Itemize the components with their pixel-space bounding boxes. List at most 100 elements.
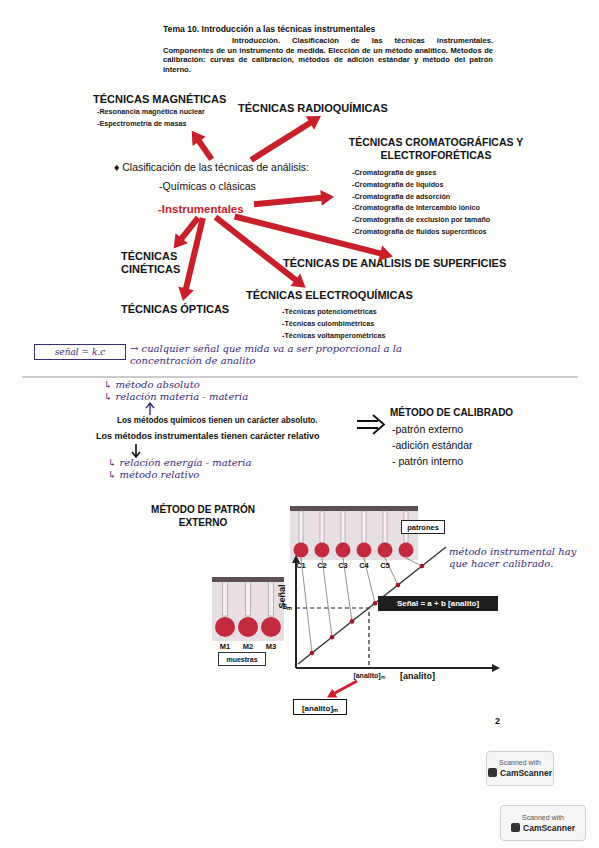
data-point — [310, 651, 315, 656]
statement-text: Los métodos químicos tienen un carácter … — [117, 416, 357, 426]
node-item: -Técnicas potenciométricas — [246, 306, 436, 318]
handwritten-note: método instrumental hay que hacer calibr… — [449, 546, 577, 570]
technique-group: TÉCNICAS CINÉTICAS — [121, 250, 203, 276]
data-point — [420, 564, 425, 569]
node-item: -Espectrometría de masas — [93, 118, 263, 130]
node-heading: -Instrumentales — [158, 202, 252, 216]
standards-photo — [315, 543, 330, 558]
node-heading: señal = k.c — [55, 347, 106, 358]
node-heading: TÉCNICAS RADIOQUÍMICAS — [238, 102, 428, 115]
connector-arrow — [216, 217, 306, 288]
samples-photo — [212, 577, 284, 641]
connector-arrow — [192, 131, 212, 160]
arrow-head — [306, 116, 321, 130]
scanner-badge: Scanned withCamScanner — [500, 805, 586, 841]
node-heading: TÉCNICAS CROMATOGRÁFICAS Y ELECTROFORÉTI… — [336, 136, 536, 162]
arrow-head — [178, 287, 194, 302]
standards-photo — [290, 506, 418, 560]
section-heading: MÉTODO DE PATRÓN EXTERNO — [128, 504, 278, 529]
node-item: -Técnicas voltamperométricas — [246, 330, 436, 342]
node-heading: TÉCNICAS ELECTROQUÍMICAS — [246, 289, 436, 302]
data-point — [350, 619, 355, 624]
node-item: -Químicas o clásicas — [114, 180, 334, 193]
statement-text: Los métodos instrumentales tienen caráct… — [96, 431, 354, 442]
node-item: -Cromatografía de gases — [336, 167, 536, 179]
arrow-shaft — [181, 218, 198, 239]
node-item: -Cromatografía de adsorción — [336, 191, 536, 203]
node-heading: [analito]ₘ — [302, 702, 338, 713]
samples-photo — [246, 582, 251, 616]
node-item: -Cromatografía de fluidos supercríticos — [336, 226, 536, 238]
flask-label: C4 — [357, 561, 371, 570]
section-heading: MÉTODO DE CALIBRADO — [390, 407, 540, 419]
node-heading: patrones — [407, 523, 439, 532]
arrow-head — [174, 233, 188, 248]
arrow-shaft — [216, 217, 297, 280]
arrow-shaft — [254, 198, 322, 205]
connector-arrow — [174, 218, 199, 249]
standards-photo — [336, 543, 351, 558]
technique-group: TÉCNICAS MAGNÉTICAS-Resonancia magnética… — [93, 93, 263, 129]
technique-group: TÉCNICAS RADIOQUÍMICAS — [238, 102, 428, 115]
down-arrow — [132, 444, 140, 457]
standards-photo — [383, 511, 387, 543]
axis-tick: Sₘ — [282, 602, 296, 612]
arrow-head — [290, 273, 305, 287]
ink-arrow — [146, 403, 154, 415]
samples-photo — [261, 617, 281, 637]
technique-group: TÉCNICAS DE ANÁLISIS DE SUPERFICIES — [283, 257, 558, 270]
technique-group: TÉCNICAS CROMATOGRÁFICAS Y ELECTROFORÉTI… — [336, 136, 536, 238]
subtitle-text: Introducción. Clasificación de las técni… — [163, 36, 493, 74]
standards-photo — [341, 511, 345, 543]
standards-photo — [399, 543, 414, 558]
node-item: CamScanner — [511, 823, 575, 834]
flask-label: M1 — [217, 642, 233, 651]
arrow-head — [320, 190, 334, 206]
tag-box: patrones — [401, 520, 445, 534]
connector-arrow — [254, 190, 334, 206]
arrow-head — [192, 131, 206, 146]
list-item: -adición estándar — [392, 439, 532, 451]
node-heading: TÉCNICAS DE ANÁLISIS DE SUPERFICIES — [283, 257, 558, 270]
implies-arrow — [357, 415, 384, 434]
handwritten-note: ↳ relación energía - materia — [108, 457, 308, 469]
result-box: [analito]ₘ — [293, 699, 347, 715]
technique-group: TÉCNICAS ELECTROQUÍMICAS -Técnicas potenc… — [246, 289, 436, 342]
arrow-shaft — [186, 218, 203, 289]
standards-photo — [320, 511, 324, 543]
scanner-badge: Scanned withCamScanner — [486, 751, 554, 786]
standards-photo — [357, 543, 372, 558]
connector-arrow — [178, 218, 203, 301]
node-item: -Técnicas culombimétricas — [246, 318, 436, 330]
pointer-arrow — [333, 681, 357, 694]
standards-photo — [290, 506, 418, 511]
graph-axes — [295, 560, 297, 668]
node-heading: TÉCNICAS ÓPTICAS — [121, 303, 241, 316]
formula-box: señal = k.c — [34, 344, 126, 360]
node-heading: ♦ Clasificación de las técnicas de análi… — [114, 161, 334, 174]
node-item: -Cromatografía de intercambio iónico — [336, 202, 536, 214]
graph-axes — [292, 555, 500, 672]
data-point — [373, 601, 378, 606]
node-heading: TÉCNICAS MAGNÉTICAS — [93, 93, 263, 106]
arrow-shaft — [251, 122, 311, 159]
flask-label: C2 — [315, 561, 329, 570]
technique-group: TÉCNICAS ÓPTICAS — [121, 303, 241, 316]
arrow-shaft — [199, 140, 212, 159]
handwritten-note: → cualquier señal que mida va a ser prop… — [130, 343, 460, 367]
page-number: 2 — [495, 716, 505, 727]
handwritten-note: ↳ método relativo — [108, 469, 308, 481]
node-heading: Scanned with — [499, 758, 541, 768]
implies-arrow — [357, 415, 384, 434]
list-item: - patrón interno — [392, 455, 532, 467]
hub-node: -Instrumentales — [158, 202, 252, 216]
graph-axes — [492, 664, 500, 672]
node-item: CamScanner — [488, 768, 552, 779]
connector-arrow — [251, 116, 321, 160]
standards-photo — [299, 511, 303, 543]
axis-label: [analito] — [400, 671, 460, 682]
standards-photo — [378, 543, 393, 558]
tag-box: muestras — [218, 652, 266, 666]
node-item: -Cromatografía de exclusión por tamaño — [336, 214, 536, 226]
